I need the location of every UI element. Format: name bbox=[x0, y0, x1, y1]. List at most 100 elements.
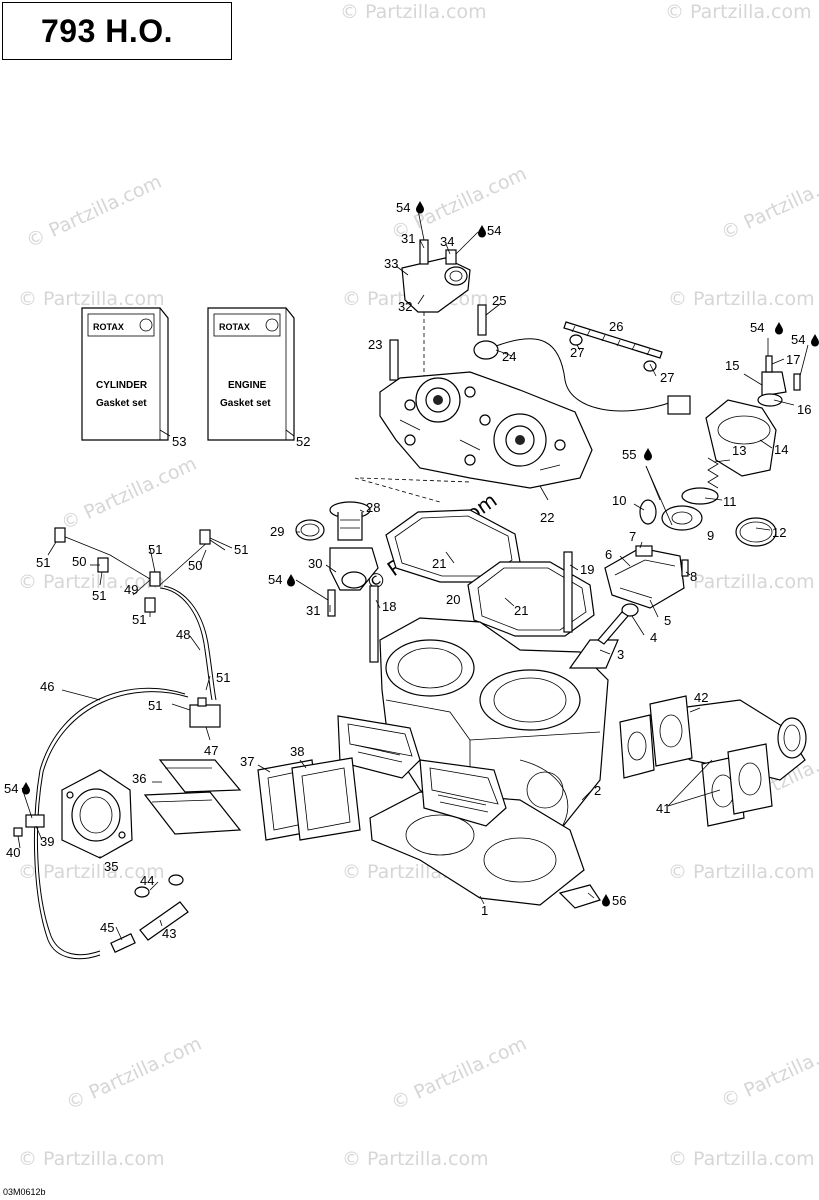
watermark-text: © Partzilla.com bbox=[18, 571, 165, 593]
watermark-text: © Partzilla.com bbox=[18, 1148, 165, 1170]
label-16: 16 bbox=[797, 402, 811, 417]
rotax-logo-icon bbox=[139, 318, 153, 332]
rotax-logo-icon bbox=[265, 318, 279, 332]
label-51: 51 bbox=[148, 698, 162, 713]
label-50: 50 bbox=[72, 554, 86, 569]
label-34: 34 bbox=[440, 234, 454, 249]
screw-17 bbox=[765, 355, 773, 373]
reed-gasket-38 bbox=[291, 757, 361, 841]
label-54: 54 bbox=[268, 572, 282, 587]
cylinder-gasket-set-bag: ROTAX CYLINDER Gasket set bbox=[81, 307, 169, 441]
watermark-text: © Partzilla.com bbox=[668, 1148, 815, 1170]
label-37: 37 bbox=[240, 754, 254, 769]
drop-icon-54a bbox=[416, 201, 424, 214]
label-5: 5 bbox=[664, 613, 671, 628]
label-6: 6 bbox=[605, 547, 612, 562]
exhaust-manifold bbox=[663, 699, 807, 781]
label-14: 14 bbox=[774, 442, 788, 457]
clamp-44 bbox=[168, 874, 184, 886]
drop-icon-54f bbox=[22, 782, 30, 795]
spring-13 bbox=[707, 457, 719, 489]
label-52: 52 bbox=[296, 434, 310, 449]
exhaust-gasket-41b bbox=[649, 695, 693, 767]
reed-valve-left bbox=[337, 715, 421, 779]
intake-spacer-36 bbox=[143, 759, 242, 835]
label-10: 10 bbox=[612, 493, 626, 508]
drop-icon-54c bbox=[775, 322, 783, 335]
bag-line1: CYLINDER bbox=[96, 380, 148, 391]
label-17: 17 bbox=[786, 352, 800, 367]
pulse-hose-assembly bbox=[54, 527, 226, 728]
label-49: 49 bbox=[124, 582, 138, 597]
label-31: 31 bbox=[401, 231, 415, 246]
piston-9 bbox=[661, 505, 703, 531]
label-56: 56 bbox=[612, 893, 626, 908]
rave-valve-cover bbox=[705, 399, 777, 477]
head-gasket-20 bbox=[467, 561, 595, 637]
label-48: 48 bbox=[176, 627, 190, 642]
drop-icon-55 bbox=[644, 448, 652, 461]
exhaust-gasket-41a bbox=[619, 714, 655, 779]
screw-25 bbox=[477, 304, 487, 336]
label-44: 44 bbox=[140, 873, 154, 888]
drop-icon-54b bbox=[478, 225, 486, 238]
label-11: 11 bbox=[723, 494, 737, 509]
diaphragm-11 bbox=[681, 487, 719, 505]
label-46: 46 bbox=[40, 679, 54, 694]
exhaust-gasket-41d bbox=[727, 743, 773, 815]
label-19: 19 bbox=[580, 562, 594, 577]
label-54: 54 bbox=[791, 332, 805, 347]
label-12: 12 bbox=[772, 525, 786, 540]
label-7: 7 bbox=[629, 529, 636, 544]
label-1: 1 bbox=[481, 903, 488, 918]
outlet-fitting bbox=[401, 239, 471, 380]
watermark-text: © Partzilla.com bbox=[668, 288, 815, 310]
drop-icon-54e bbox=[287, 574, 295, 587]
label-51: 51 bbox=[148, 542, 162, 557]
label-51: 51 bbox=[36, 555, 50, 570]
bag-brand: ROTAX bbox=[93, 322, 124, 332]
title-box: 793 H.O. bbox=[2, 2, 232, 60]
watermark-text: © Partzilla.com bbox=[718, 1031, 819, 1113]
label-26: 26 bbox=[609, 319, 623, 334]
label-51: 51 bbox=[234, 542, 248, 557]
watermark-text: © Partzilla.com bbox=[388, 1033, 530, 1115]
watermark-text: © Partzilla.com bbox=[342, 1148, 489, 1170]
label-43: 43 bbox=[162, 926, 176, 941]
label-47: 47 bbox=[204, 743, 218, 758]
drop-icon-54d bbox=[811, 334, 819, 347]
label-20: 20 bbox=[446, 592, 460, 607]
label-18: 18 bbox=[382, 599, 396, 614]
label-36: 36 bbox=[132, 771, 146, 786]
label-25: 25 bbox=[492, 293, 506, 308]
rod-26 bbox=[563, 321, 663, 372]
clamp-44 bbox=[134, 886, 150, 898]
label-30: 30 bbox=[308, 556, 322, 571]
label-15: 15 bbox=[725, 358, 739, 373]
bag-brand: ROTAX bbox=[219, 322, 250, 332]
label-39: 39 bbox=[40, 834, 54, 849]
label-53: 53 bbox=[172, 434, 186, 449]
label-29: 29 bbox=[270, 524, 284, 539]
o-ring-12 bbox=[735, 517, 777, 547]
label-27: 27 bbox=[660, 370, 674, 385]
leader-lines bbox=[17, 209, 809, 941]
label-27: 27 bbox=[570, 345, 584, 360]
label-35: 35 bbox=[104, 859, 118, 874]
label-23: 23 bbox=[368, 337, 382, 352]
label-24: 24 bbox=[502, 349, 516, 364]
label-9: 9 bbox=[707, 528, 714, 543]
label-45: 45 bbox=[100, 920, 114, 935]
label-8: 8 bbox=[690, 569, 697, 584]
watermark-text: © Partzilla.com bbox=[58, 453, 200, 535]
watermark-text: © Partzilla.com bbox=[668, 571, 815, 593]
watermark-text: © Partzilla.com bbox=[668, 861, 815, 883]
thermostat-housing bbox=[327, 547, 379, 617]
label-40: 40 bbox=[6, 845, 20, 860]
watermark-text: © Partzilla.com bbox=[718, 163, 819, 245]
label-51: 51 bbox=[92, 588, 106, 603]
watermark-text: © Partzilla.com bbox=[18, 288, 165, 310]
rave-valve-3 bbox=[568, 611, 629, 669]
screw-8 bbox=[681, 559, 689, 577]
